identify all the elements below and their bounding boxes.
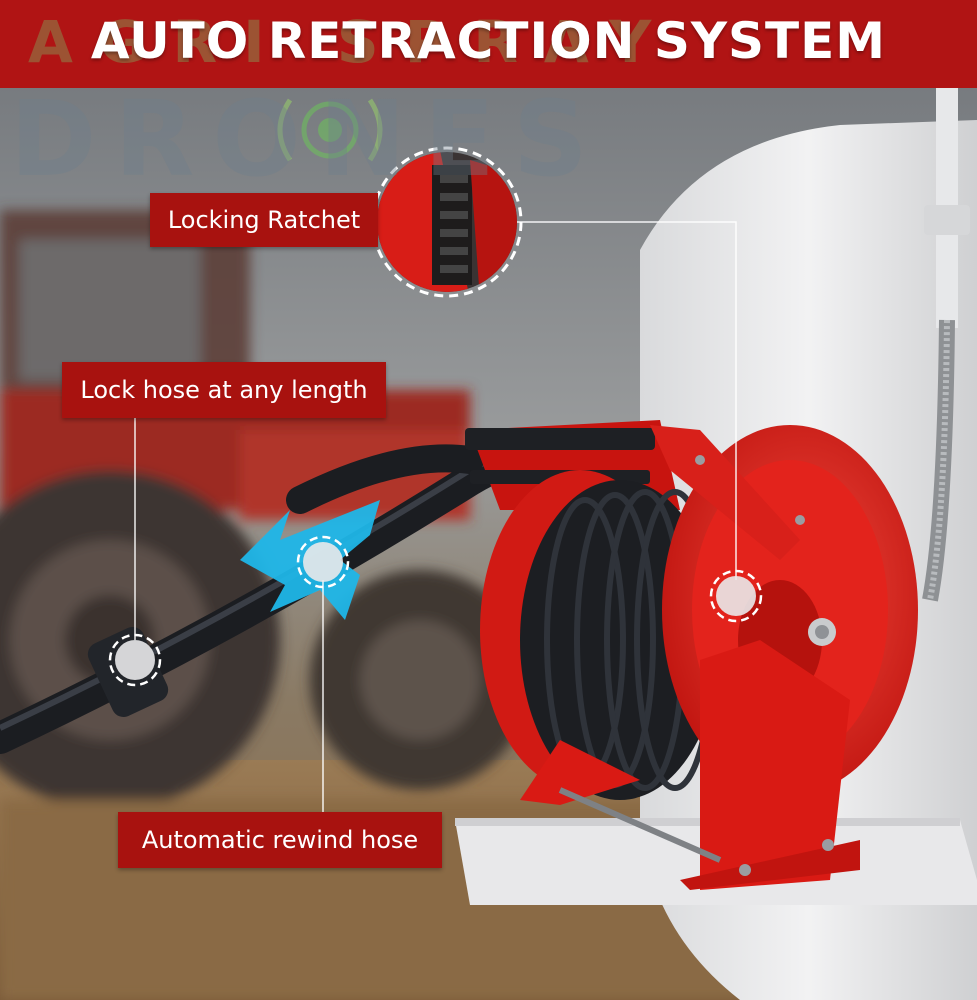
callout-lock-hose-label: Lock hose at any length [80,376,368,404]
callout-automatic-rewind-label: Automatic rewind hose [141,826,419,854]
callout-lock-hose: Lock hose at any length [62,362,386,418]
callout-locking-ratchet-label: Locking Ratchet [167,206,361,234]
watermark-top-text: AGRI SPRAY [28,8,678,76]
callout-automatic-rewind: Automatic rewind hose [118,812,442,868]
watermark-bottom-text: DRONES [10,78,606,200]
header-banner [0,0,977,88]
callout-locking-ratchet: Locking Ratchet [150,193,378,247]
page-title: AUTO RETRACTION SYSTEM [90,12,887,70]
